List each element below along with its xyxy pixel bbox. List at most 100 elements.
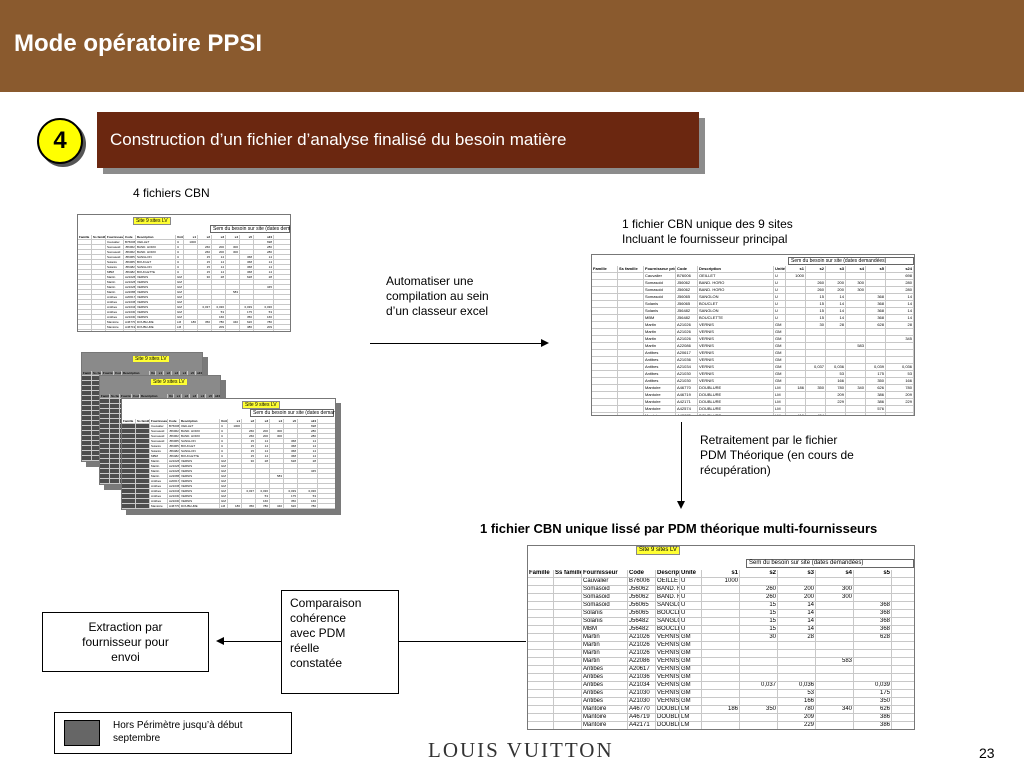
sheet-cell: U — [220, 449, 228, 453]
sheet-cell: VERNIS — [698, 357, 774, 363]
sheet-cell: Unité — [169, 394, 174, 398]
sheet-cell — [816, 698, 854, 705]
sheet-cell: 576 — [866, 406, 886, 412]
sheet-cell: s2 — [182, 394, 190, 398]
sheet-cell: GM — [774, 371, 786, 377]
sheet-cell: BAND. HORO — [180, 429, 220, 433]
sheet-cell: 368 — [240, 270, 254, 274]
sheet-cell — [100, 429, 110, 433]
sheet-cell: 14 — [298, 439, 318, 443]
sheet-cell — [122, 479, 136, 483]
sheet-cell — [184, 265, 198, 269]
sheet-cell: 0,039 — [240, 305, 254, 309]
sheet-cell: SANGLON — [698, 308, 774, 314]
sheet-cell — [110, 444, 120, 448]
sheet-cell: Cauvalier — [644, 273, 676, 279]
sheet-cell: VERNIS — [136, 310, 176, 314]
sheet-cell — [816, 602, 854, 609]
sheet-cell — [816, 690, 854, 697]
sheet-cell: U — [176, 255, 184, 259]
sheet-cell — [592, 378, 618, 384]
sheet-cell — [100, 459, 110, 463]
sheet-cell — [270, 464, 284, 468]
sheet-cell — [786, 280, 806, 286]
sheet-cell — [228, 509, 242, 510]
sheet-cell — [786, 392, 806, 398]
rework-line3: récupération) — [700, 463, 771, 477]
sheet-cell: 280 — [892, 586, 914, 593]
sheet-cell: s3 — [778, 570, 816, 577]
sheet-cell — [778, 658, 816, 665]
sheet-cell — [122, 494, 136, 498]
sheet-cell — [618, 287, 644, 293]
sheet-cell — [242, 469, 256, 473]
sheet-cell — [554, 594, 582, 601]
sheet-cell: 368 — [866, 315, 886, 321]
sheet-cell: A21026 — [169, 469, 180, 473]
sheet-cell: Antibes — [106, 300, 124, 304]
sheet-cell — [92, 280, 106, 284]
sheet-cell — [592, 371, 618, 377]
sheet-cell: 340 — [846, 385, 866, 391]
sheet-cell — [226, 260, 240, 264]
sheet-row: MantoireA46770DOUBLURELM1863507803406267… — [528, 706, 914, 714]
sheet-cell: BOUCLET — [656, 610, 680, 617]
sheet-cell: Description — [140, 394, 168, 398]
sheet-cell — [78, 290, 92, 294]
sheet-cell — [528, 714, 554, 721]
sheet-cell: A21034 — [169, 489, 180, 493]
sheet-cell: 628 — [284, 459, 298, 463]
sheet-cell: 368 — [284, 449, 298, 453]
sheet-cell: 368 — [284, 454, 298, 458]
sheet-cell — [786, 399, 806, 405]
final-cbn-sheet: Site 9 sites LV Sem du besoin sur site (… — [527, 545, 915, 730]
sheet-cell — [592, 406, 618, 412]
sheet-cell: s5 — [188, 371, 196, 375]
sheet-cell: VERNIS — [136, 285, 176, 289]
sheet-cell: 14 — [254, 255, 274, 259]
sheet-cell — [702, 586, 740, 593]
sheet-cell: 200 — [826, 280, 846, 286]
sheet-cell: 345 — [886, 336, 914, 342]
sheet-cell: VERNIS — [136, 275, 176, 279]
sheet-cell: 229 — [254, 330, 274, 331]
sheet-cell — [228, 489, 242, 493]
sheet-cell: VERNIS — [698, 350, 774, 356]
sheet-cell — [592, 385, 618, 391]
sheet-cell — [592, 322, 618, 328]
sheet-cell — [100, 404, 110, 408]
sheet-cell — [618, 280, 644, 286]
sheet-cell: s24 — [215, 394, 220, 398]
sheet-cell — [122, 474, 136, 478]
extraction-box: Extraction par fournisseur pour envoi — [42, 612, 209, 672]
sheet-cell: Somasoid — [150, 429, 168, 433]
sheet-cell — [786, 357, 806, 363]
sheet-cell: 780 — [212, 320, 226, 324]
sheet-cell: LM — [774, 399, 786, 405]
sheet-cell: Cauvalier — [150, 424, 168, 428]
sheet-cell — [284, 429, 298, 433]
sheet-cell — [100, 419, 110, 423]
sheet-cell — [122, 499, 136, 503]
sheet-cell: 209 — [778, 714, 816, 721]
sheet-cell — [528, 618, 554, 625]
sheet-cell — [816, 610, 854, 617]
sheet-cell: VERNIS — [136, 315, 176, 319]
sheet-cell: Somasoid — [582, 602, 628, 609]
sheet-cell: GM — [680, 698, 702, 705]
sheet-cell: GM — [220, 469, 228, 473]
sheet-cell: DOUBLURE — [136, 325, 176, 329]
sheet-cell — [826, 336, 846, 342]
sheet-cell: GM — [176, 305, 184, 309]
sheet-cell — [854, 650, 892, 657]
sheet-cell: VERNIS — [698, 322, 774, 328]
sheet-cell: DOUBLURE — [136, 330, 176, 331]
sheet-cell: s24 — [892, 570, 914, 577]
sheet-cell: 14 — [826, 308, 846, 314]
